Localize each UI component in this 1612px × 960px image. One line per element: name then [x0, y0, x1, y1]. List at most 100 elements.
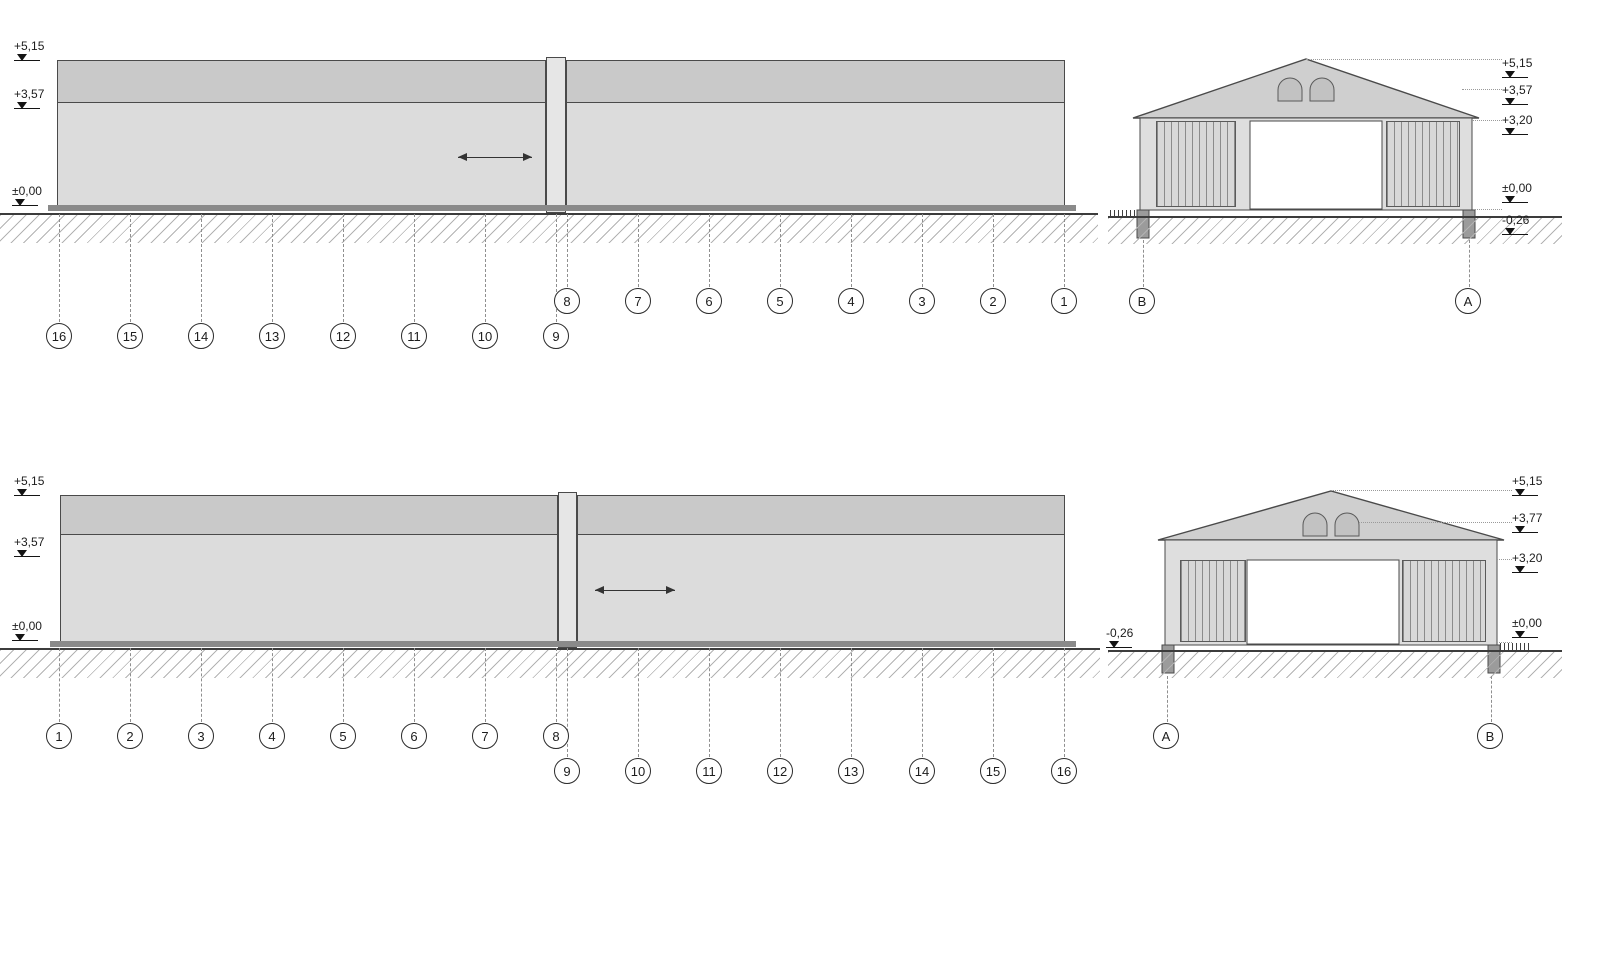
top-gable-door-opening [1249, 120, 1383, 210]
level-label: -0,26 [1502, 213, 1530, 227]
level-triangle-icon [15, 199, 25, 206]
level-label: +3,20 [1512, 551, 1543, 565]
level-marker: +3,57 [1502, 84, 1532, 105]
grid-line [1143, 240, 1144, 287]
level-marker: +5,15 [1512, 475, 1542, 496]
grid-bubble-label: 16 [51, 328, 67, 344]
grid-bubble-label: 12 [772, 763, 788, 779]
grid-bubble-label: 8 [563, 293, 571, 309]
arrow-head-left-icon [595, 586, 604, 594]
bottom-elevation-plinth [50, 641, 1076, 647]
level-marker: +3,57 [14, 536, 44, 557]
grid-bubble: 5 [767, 288, 793, 314]
grid-line [1469, 240, 1470, 287]
level-label: ±0,00 [12, 184, 42, 198]
grid-line [59, 214, 60, 322]
leader-line [1462, 89, 1502, 90]
grid-bubble-label: 4 [268, 728, 276, 744]
top-elevation-joint [546, 57, 566, 213]
leader-line [1475, 209, 1502, 210]
bottom-elevation-joint [558, 492, 577, 648]
level-triangle-icon [1505, 196, 1515, 203]
grid-line [638, 648, 639, 757]
top-elevation-fascia-right [566, 60, 1065, 103]
arrow-line [595, 590, 675, 591]
grid-line [556, 648, 557, 722]
bottom-gable-cladding-left [1180, 560, 1246, 642]
grid-line [638, 214, 639, 287]
level-marker: ±0,00 [12, 620, 42, 641]
grid-line [922, 648, 923, 757]
grid-bubble-label: 9 [563, 763, 571, 779]
grid-bubble-label: 6 [705, 293, 713, 309]
level-line [14, 495, 40, 496]
grid-bubble: 6 [401, 723, 427, 749]
grid-bubble-label: 10 [477, 328, 493, 344]
grid-bubble: 7 [625, 288, 651, 314]
top-elevation-plinth [48, 205, 1076, 211]
top-gable-roof [1132, 58, 1480, 119]
level-triangle-icon [1109, 641, 1119, 648]
grid-bubble: 15 [117, 323, 143, 349]
level-triangle-icon [17, 550, 27, 557]
grid-bubble: 12 [767, 758, 793, 784]
level-marker: -0,26 [1106, 627, 1133, 648]
leader-line [1306, 59, 1502, 60]
grid-bubble: 9 [554, 758, 580, 784]
bottom-gable-cladding-right [1402, 560, 1486, 642]
grid-bubble-label: 2 [126, 728, 134, 744]
grid-line [851, 648, 852, 757]
arrow-head-left-icon [458, 153, 467, 161]
level-label: +3,77 [1512, 511, 1543, 525]
grid-line [272, 214, 273, 322]
grid-bubble-label: 11 [407, 328, 421, 344]
grid-line [709, 214, 710, 287]
leader-line [1472, 120, 1502, 121]
grid-bubble: 6 [696, 288, 722, 314]
level-marker: +5,15 [14, 475, 44, 496]
grid-bubble-label: A [1161, 728, 1171, 744]
grid-line [1491, 676, 1492, 722]
level-line [12, 205, 38, 206]
grass-mark [1500, 643, 1530, 650]
grid-line [1167, 676, 1168, 722]
level-line [1502, 104, 1528, 105]
grid-bubble-label: B [1137, 293, 1147, 309]
arrow-head-right-icon [666, 586, 675, 594]
grid-line [272, 648, 273, 722]
grid-line [1064, 648, 1065, 757]
leader-line [1497, 559, 1512, 560]
grid-bubble-label: 15 [985, 763, 1001, 779]
grid-bubble-label: 13 [264, 328, 280, 344]
grid-bubble-label: 14 [193, 328, 209, 344]
arrow-line [458, 157, 532, 158]
grid-bubble: A [1455, 288, 1481, 314]
grid-bubble: 15 [980, 758, 1006, 784]
grid-bubble-label: 14 [914, 763, 930, 779]
grid-bubble-label: 1 [55, 728, 63, 744]
grid-bubble: 3 [188, 723, 214, 749]
level-label: +5,15 [14, 39, 45, 53]
grid-bubble: 13 [838, 758, 864, 784]
grid-bubble: 4 [259, 723, 285, 749]
top-ground-hatch-right [1108, 216, 1562, 244]
level-triangle-icon [1505, 228, 1515, 235]
level-line [12, 640, 38, 641]
level-triangle-icon [1505, 98, 1515, 105]
grid-line [130, 214, 131, 322]
level-label: ±0,00 [1502, 181, 1532, 195]
level-line [1512, 637, 1538, 638]
grid-bubble-label: 5 [776, 293, 784, 309]
level-line [1512, 532, 1538, 533]
level-triangle-icon [1505, 71, 1515, 78]
grid-bubble-label: B [1485, 728, 1495, 744]
bottom-elevation-fascia-left [60, 495, 558, 535]
grid-bubble-label: 8 [552, 728, 560, 744]
grid-bubble-label: 4 [847, 293, 855, 309]
grid-line [414, 648, 415, 722]
grid-bubble-label: 13 [843, 763, 859, 779]
grid-bubble-label: 7 [481, 728, 489, 744]
level-marker: ±0,00 [12, 185, 42, 206]
grid-line [485, 214, 486, 322]
level-label: ±0,00 [12, 619, 42, 633]
